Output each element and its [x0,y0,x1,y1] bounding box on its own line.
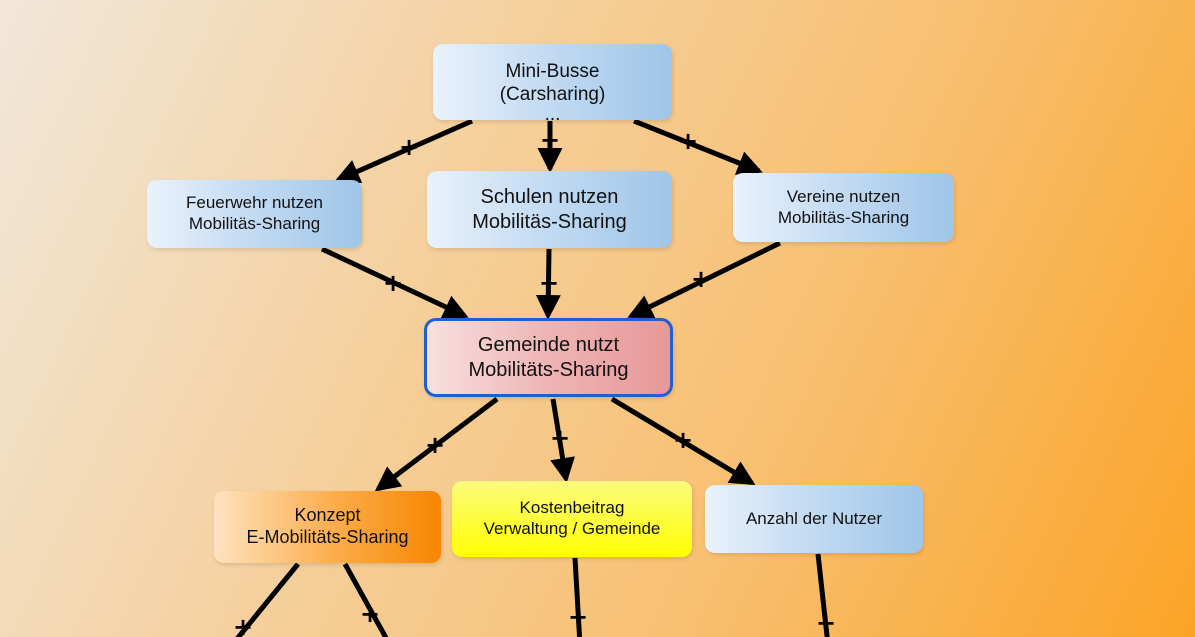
node-vereine[interactable]: Vereine nutzen Mobilitäs-Sharing [733,173,954,242]
node-mini-busse-line2: (Carsharing) [499,84,606,106]
edge-polarity-label: + [550,424,570,452]
edge-schulen-to-gemeinde [535,248,561,320]
edge-gemeinde-to-anzahl [610,396,756,486]
node-schulen-line1: Schulen nutzen [480,186,619,209]
edge-polarity-label: + [691,265,711,293]
node-schulen-line2: Mobilitäs-Sharing [472,210,627,233]
edge-polarity-label: + [539,269,559,297]
node-mini-busse-line3: ... [544,104,561,120]
node-feuerwehr-line2: Mobilitäs-Sharing [188,214,321,233]
edge-kosten-to-offscreen [572,557,583,637]
node-konzept[interactable]: Konzept E-Mobilitäts-Sharing [214,491,441,563]
edge-polarity-label: + [233,613,253,637]
edge-vereine-to-gemeinde [627,240,782,319]
edge-gemeinde-to-kosten [550,398,575,483]
edge-polarity-label: + [678,127,698,155]
node-gemeinde[interactable]: Gemeinde nutzt Mobilitäts-Sharing [424,318,673,397]
node-feuerwehr[interactable]: Feuerwehr nutzen Mobilitäs-Sharing [147,180,362,248]
edge-polarity-label: + [540,126,560,154]
node-gemeinde-line2: Mobilitäts-Sharing [468,358,629,381]
node-schulen[interactable]: Schulen nutzen Mobilitäs-Sharing [427,171,672,248]
edge-konzept-to-offscreen-left [235,562,300,637]
node-mini-busse[interactable]: Mini-Busse (Carsharing) ... [433,44,672,120]
node-anzahl-nutzer[interactable]: Anzahl der Nutzer [705,485,923,553]
edge-polarity-label: + [383,269,403,297]
node-vereine-line2: Mobilitäs-Sharing [777,207,910,227]
edge-anzahl-to-offscreen [815,553,830,637]
node-kostenbeitrag-line2: Verwaltung / Gemeinde [483,519,661,538]
edge-gemeinde-to-konzept [374,397,499,492]
edge-polarity-label: + [568,603,588,631]
edge-polarity-label: + [816,609,836,637]
node-konzept-line2: E-Mobilitäts-Sharing [246,527,409,547]
node-feuerwehr-line1: Feuerwehr nutzen [185,193,324,213]
edge-feuerwehr-to-gemeinde [320,246,469,319]
edge-polarity-label: + [673,426,693,454]
node-kostenbeitrag[interactable]: Kostenbeitrag Verwaltung / Gemeinde [452,481,692,557]
edge-polarity-label: + [360,600,380,628]
edge-minibusse-to-vereine [633,118,763,175]
node-anzahl-nutzer-line1: Anzahl der Nutzer [745,508,883,528]
node-mini-busse-line1: Mini-Busse [505,61,600,82]
node-vereine-line1: Vereine nutzen [786,186,901,206]
edge-polarity-label: + [425,431,445,459]
edge-polarity-label: + [399,133,419,161]
edge-minibusse-to-feuerwehr [334,118,474,183]
node-gemeinde-line1: Gemeinde nutzt [477,334,620,357]
node-kostenbeitrag-line1: Kostenbeitrag [519,498,625,518]
node-konzept-line1: Konzept [294,505,361,526]
edge-konzept-to-offscreen-mid [342,562,389,637]
